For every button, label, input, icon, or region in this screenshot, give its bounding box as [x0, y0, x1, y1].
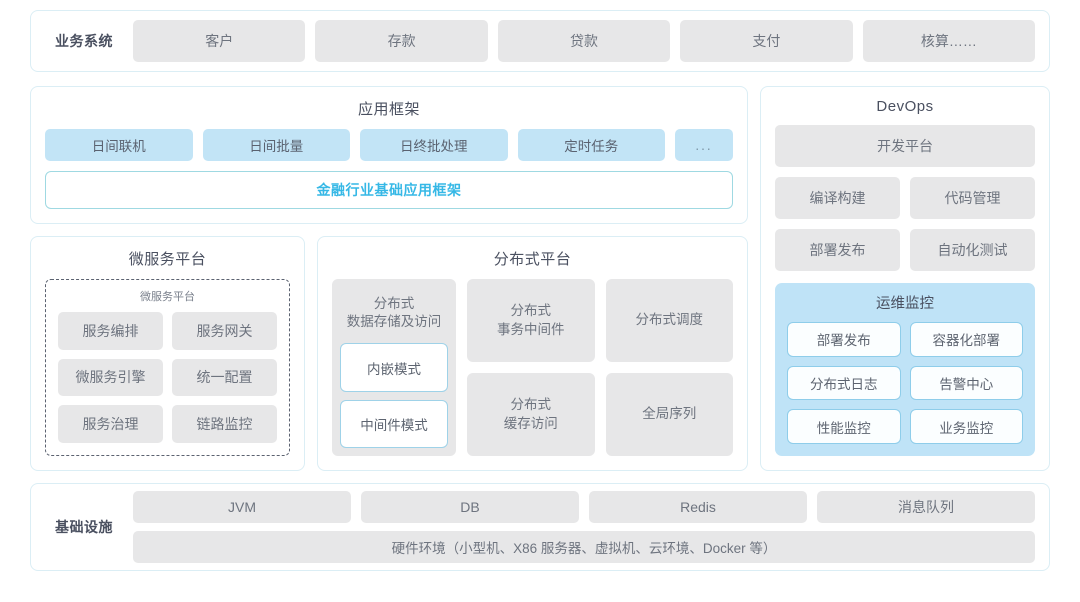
devops-column: DevOps 开发平台 编译构建 代码管理 部署发布 自动化测试 运维监控 部署…	[760, 86, 1050, 471]
business-item-customer[interactable]: 客户	[133, 20, 306, 62]
ops-monitoring-panel: 运维监控 部署发布 容器化部署 分布式日志 告警中心 性能监控 业务监控	[775, 283, 1035, 456]
microservice-inner-box: 微服务平台 服务编排 服务网关 微服务引擎 统一配置 服务治理 链路监控	[45, 279, 290, 456]
application-framework-title: 应用框架	[357, 101, 420, 118]
ops-item-containerized-deploy[interactable]: 容器化部署	[909, 322, 1023, 357]
distributed-column-middleware: 分布式 事务中间件 分布式 缓存访问	[467, 279, 595, 456]
distributed-platform-panel: 分布式平台 分布式 数据存储及访问 内嵌模式 中间件模式 分布式 事务中间件 分…	[317, 236, 748, 471]
infra-item-jvm[interactable]: JVM	[133, 491, 351, 523]
microservice-inner-title: 微服务平台	[140, 291, 195, 303]
infrastructure-label: 基础设施	[55, 519, 113, 535]
microservice-items-grid: 服务编排 服务网关 微服务引擎 统一配置 服务治理 链路监控	[58, 312, 277, 443]
infra-item-message-queue[interactable]: 消息队列	[817, 491, 1035, 523]
distributed-column-scheduling: 分布式调度 全局序列	[605, 279, 733, 456]
infrastructure-hardware-row: 硬件环境（小型机、X86 服务器、虚拟机、云环境、Docker 等）	[133, 531, 1035, 563]
distributed-column-storage: 分布式 数据存储及访问 内嵌模式 中间件模式	[332, 279, 456, 456]
app-chip-eod-batch[interactable]: 日终批处理	[360, 129, 508, 161]
infra-item-db[interactable]: DB	[361, 491, 579, 523]
app-chip-more[interactable]: ...	[675, 129, 733, 161]
dist-card-data-storage-caption: 分布式 数据存储及访问	[346, 296, 442, 330]
microservice-platform-title: 微服务平台	[128, 251, 207, 268]
business-item-accounting[interactable]: 核算……	[862, 20, 1036, 62]
distributed-platform-grid: 分布式 数据存储及访问 内嵌模式 中间件模式 分布式 事务中间件 分布式 缓存访…	[332, 279, 733, 456]
ops-item-business-monitoring[interactable]: 业务监控	[909, 409, 1023, 444]
business-item-payment[interactable]: 支付	[680, 20, 853, 62]
devops-title: DevOps	[876, 98, 934, 115]
business-systems-panel: 业务系统 客户 存款 贷款 支付 核算……	[30, 10, 1050, 72]
ms-item-unified-config[interactable]: 统一配置	[172, 358, 277, 397]
platforms-row: 微服务平台 微服务平台 服务编排 服务网关 微服务引擎 统一配置 服务治理 链路…	[30, 236, 748, 471]
infra-item-hardware-environment[interactable]: 硬件环境（小型机、X86 服务器、虚拟机、云环境、Docker 等）	[133, 531, 1035, 563]
distributed-platform-title: 分布式平台	[493, 251, 572, 268]
ms-item-trace-monitoring[interactable]: 链路监控	[172, 405, 277, 443]
financial-base-framework-banner: 金融行业基础应用框架	[45, 171, 733, 209]
application-framework-chips: 日间联机 日间批量 日终批处理 定时任务 ...	[45, 129, 733, 161]
dist-card-data-storage-access[interactable]: 分布式 数据存储及访问 内嵌模式 中间件模式	[332, 279, 456, 456]
dist-card-cache-access[interactable]: 分布式 缓存访问	[467, 373, 595, 456]
ms-item-service-gateway[interactable]: 服务网关	[172, 312, 277, 350]
ops-monitoring-title: 运维监控	[876, 296, 934, 312]
ops-item-alert-center[interactable]: 告警中心	[909, 365, 1023, 401]
business-item-loan[interactable]: 贷款	[497, 20, 671, 62]
dist-sub-middleware-mode[interactable]: 中间件模式	[340, 399, 448, 448]
ops-item-deploy-release[interactable]: 部署发布	[787, 322, 901, 357]
app-chip-intraday-online[interactable]: 日间联机	[45, 129, 193, 161]
microservice-platform-panel: 微服务平台 微服务平台 服务编排 服务网关 微服务引擎 统一配置 服务治理 链路…	[30, 236, 305, 471]
ops-item-performance-monitoring[interactable]: 性能监控	[787, 409, 901, 444]
devops-item-compile-build[interactable]: 编译构建	[775, 177, 900, 219]
infrastructure-items-row: JVM DB Redis 消息队列	[133, 491, 1035, 523]
devops-item-dev-platform[interactable]: 开发平台	[775, 125, 1035, 167]
dist-card-global-sequence[interactable]: 全局序列	[605, 373, 733, 456]
ms-item-service-orchestration[interactable]: 服务编排	[58, 312, 163, 350]
devops-items-grid: 编译构建 代码管理 部署发布 自动化测试	[775, 177, 1035, 271]
devops-item-deploy-release[interactable]: 部署发布	[775, 229, 900, 271]
application-framework-panel: 应用框架 日间联机 日间批量 日终批处理 定时任务 ... 金融行业基础应用框架	[30, 86, 748, 224]
business-systems-label: 业务系统	[55, 33, 113, 49]
ms-item-microservice-engine[interactable]: 微服务引擎	[58, 358, 163, 397]
infrastructure-panel: 基础设施 JVM DB Redis 消息队列 硬件环境（小型机、X86 服务器、…	[30, 483, 1050, 571]
dist-sub-embedded-mode[interactable]: 内嵌模式	[340, 343, 448, 392]
infrastructure-body: JVM DB Redis 消息队列 硬件环境（小型机、X86 服务器、虚拟机、云…	[133, 491, 1035, 563]
middle-left-column: 应用框架 日间联机 日间批量 日终批处理 定时任务 ... 金融行业基础应用框架…	[30, 86, 748, 471]
infra-item-redis[interactable]: Redis	[589, 491, 807, 523]
dist-card-transaction-middleware[interactable]: 分布式 事务中间件	[467, 279, 595, 362]
ms-item-service-governance[interactable]: 服务治理	[58, 405, 163, 443]
devops-panel: DevOps 开发平台 编译构建 代码管理 部署发布 自动化测试 运维监控 部署…	[760, 86, 1050, 471]
app-chip-scheduled-task[interactable]: 定时任务	[517, 129, 665, 161]
business-item-deposit[interactable]: 存款	[315, 20, 488, 62]
ops-item-distributed-logs[interactable]: 分布式日志	[787, 365, 901, 401]
app-chip-intraday-batch[interactable]: 日间批量	[202, 129, 350, 161]
ops-monitoring-grid: 部署发布 容器化部署 分布式日志 告警中心 性能监控 业务监控	[787, 322, 1023, 444]
devops-item-code-management[interactable]: 代码管理	[910, 177, 1035, 219]
devops-item-automated-testing[interactable]: 自动化测试	[910, 229, 1035, 271]
middle-section: 应用框架 日间联机 日间批量 日终批处理 定时任务 ... 金融行业基础应用框架…	[30, 86, 1050, 471]
dist-card-scheduling[interactable]: 分布式调度	[605, 279, 733, 362]
